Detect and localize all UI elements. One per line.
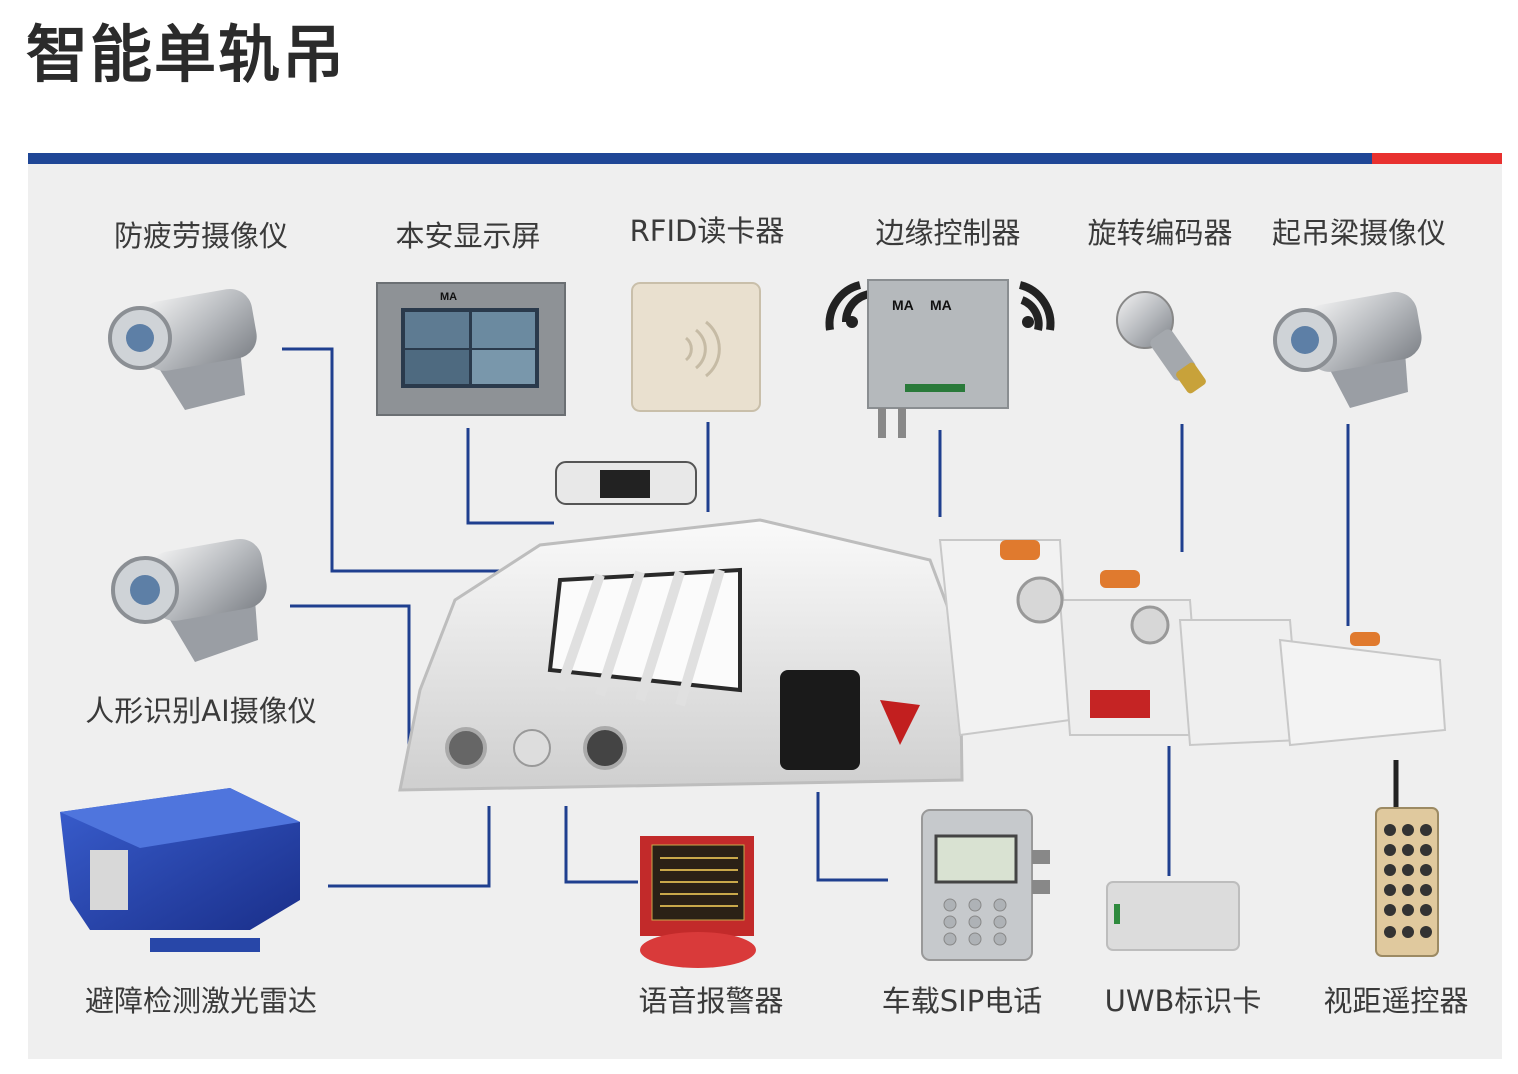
rotary-encoder-device [1116,291,1206,394]
connector-fatigue-camera [282,347,512,573]
monorail-vehicle [398,461,1447,792]
voice-alarm-device [640,836,756,968]
sip-phone-device [921,809,1050,961]
connector-voice-alarm [564,806,638,884]
controller-ma-mark-1: MA [892,297,914,313]
vehicle-headlight-left [445,727,487,769]
controller-ma-mark-2: MA [930,297,952,313]
wifi-right-icon [1018,281,1055,331]
safe-display-device: MA [376,282,566,416]
edge-controller-device: MA MA [825,279,1055,438]
header-bar-blue [28,153,1372,164]
ai-camera-device [111,538,267,662]
label-safe-display: 本安显示屏 [395,219,541,253]
connector-ai-camera [290,604,411,772]
vehicle-speaker [513,729,551,767]
beam-camera-device [1273,291,1422,408]
label-voice-alarm: 语音报警器 [638,984,784,1018]
label-ai-camera: 人形识别AI摄像仪 [85,694,317,728]
vehicle-drive-unit-4 [1278,638,1447,747]
connector-lidar [328,806,491,888]
uwb-card-device [1106,881,1240,951]
label-uwb-card: UWB标识卡 [1104,984,1262,1018]
label-fatigue-camera: 防疲劳摄像仪 [113,219,289,253]
header-accent-bar [28,153,1502,164]
connector-sip-phone [816,792,888,882]
connector-safe-display [466,428,554,525]
lidar-device [60,788,300,952]
display-ma-mark: MA [440,291,457,303]
wifi-left-icon [841,290,871,323]
label-edge-controller: 边缘控制器 [875,216,1021,250]
label-lidar: 避障检测激光雷达 [84,984,318,1018]
label-remote-control: 视距遥控器 [1323,984,1469,1018]
connector-lines [282,347,1350,888]
fatigue-camera-device [108,288,257,410]
header-bar-red [1372,153,1502,164]
vehicle-drive-unit-3 [1178,619,1302,747]
vehicle-headlight-right [583,726,627,770]
rfid-reader-device [631,282,761,412]
remote-control-device [1375,760,1439,957]
label-sip-phone: 车载SIP电话 [881,984,1043,1018]
label-beam-camera: 起吊梁摄像仪 [1271,216,1447,250]
vehicle-drive-unit-1 [938,539,1072,737]
page-title: 智能单轨吊 [26,18,347,91]
label-rotary-encoder: 旋转编码器 [1087,216,1233,250]
label-rfid-reader: RFID读卡器 [629,214,785,248]
vehicle-seat [780,670,860,770]
